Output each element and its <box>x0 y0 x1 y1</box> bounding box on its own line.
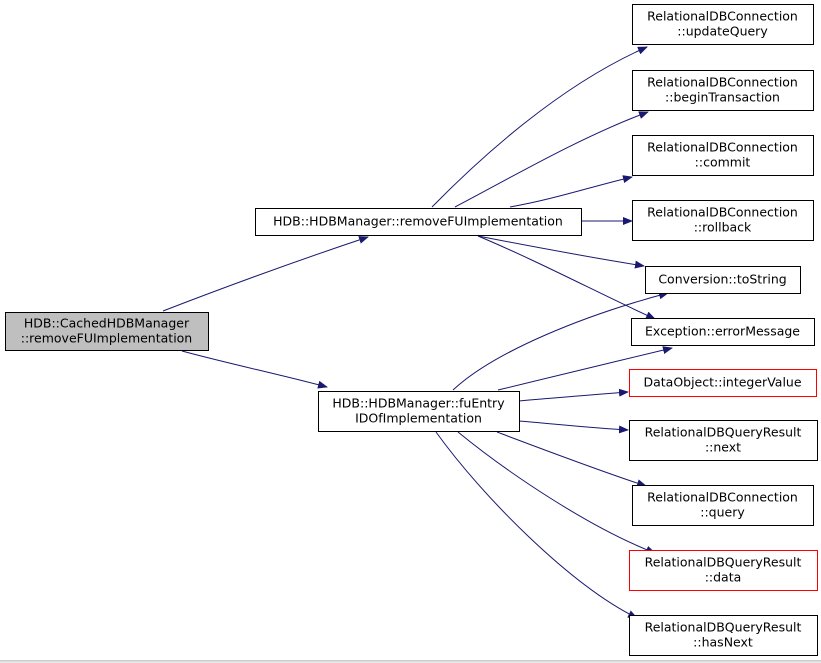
node-root[interactable]: HDB::CachedHDBManager::removeFUImplement… <box>5 312 209 351</box>
node-label-line: ::next <box>705 440 741 455</box>
node-errorMessage[interactable]: Exception::errorMessage <box>631 318 815 346</box>
node-next[interactable]: RelationalDBQueryResult::next <box>629 420 818 461</box>
node-updateQuery[interactable]: RelationalDBConnection::updateQuery <box>632 4 814 45</box>
node-query[interactable]: RelationalDBConnection::query <box>632 485 814 526</box>
edge-fuentry-to-data <box>457 431 656 554</box>
edge-fuentry-to-toString <box>452 291 669 391</box>
node-remove[interactable]: HDB::HDBManager::removeFUImplementation <box>255 208 582 236</box>
node-box[interactable] <box>632 70 814 111</box>
node-label-line: ::removeFUImplementation <box>21 331 192 346</box>
node-beginTransaction[interactable]: RelationalDBConnection::beginTransaction <box>632 70 814 111</box>
node-label-line: RelationalDBConnection <box>647 9 798 24</box>
edge-line <box>452 291 669 391</box>
edge-line <box>162 236 369 312</box>
edge-remove-to-toString <box>477 235 645 269</box>
node-label-line: HDB::HDBManager::removeFUImplementation <box>273 214 563 229</box>
node-box[interactable] <box>632 135 814 176</box>
node-hasNext[interactable]: RelationalDBQueryResult::hasNext <box>629 615 818 656</box>
node-label-line: RelationalDBQueryResult <box>645 425 802 440</box>
edge-fuentry-to-hasNext <box>435 431 638 619</box>
edge-remove-to-errorMessage <box>477 235 656 320</box>
edge-line <box>497 346 673 391</box>
node-box[interactable] <box>629 420 818 461</box>
node-integerValue[interactable]: DataObject::integerValue <box>629 369 817 397</box>
node-box[interactable] <box>632 485 814 526</box>
node-box[interactable] <box>629 550 818 591</box>
node-data[interactable]: RelationalDBQueryResult::data <box>629 550 818 591</box>
node-label-line: ::updateQuery <box>677 24 768 39</box>
node-label-line: RelationalDBConnection <box>647 205 798 220</box>
node-fuentry[interactable]: HDB::HDBManager::fuEntryIDOfImplementati… <box>318 391 520 432</box>
node-label-line: ::commit <box>695 155 751 170</box>
node-label-line: RelationalDBConnection <box>647 140 798 155</box>
node-label-line: ::query <box>700 505 745 520</box>
edge-line <box>477 235 645 269</box>
edge-line <box>477 235 656 320</box>
edge-fuentry-to-errorMessage <box>497 346 673 391</box>
node-label-line: RelationalDBConnection <box>647 490 798 505</box>
edge-line <box>431 46 648 208</box>
node-box[interactable] <box>632 4 814 45</box>
node-label-line: RelationalDBConnection <box>647 75 798 90</box>
edge-line <box>181 350 328 389</box>
node-box[interactable] <box>629 615 818 656</box>
edge-fuentry-to-next <box>518 420 629 434</box>
node-box[interactable] <box>629 369 817 397</box>
node-label-line: ::hasNext <box>693 635 753 650</box>
nodes-layer: HDB::CachedHDBManager::removeFUImplement… <box>5 4 818 656</box>
edge-line <box>496 431 647 488</box>
edge-remove-to-beginTransaction <box>454 111 649 208</box>
edge-fuentry-to-query <box>496 431 647 488</box>
edge-remove-to-commit <box>509 175 633 208</box>
node-label-line: IDOfImplementation <box>355 411 482 426</box>
node-label-line: RelationalDBQueryResult <box>645 555 802 570</box>
node-label-line: Conversion::toString <box>658 272 786 287</box>
edge-line <box>509 175 633 208</box>
edge-line <box>435 431 638 619</box>
node-label-line: DataObject::integerValue <box>643 375 801 390</box>
bottom-rule <box>0 660 821 663</box>
node-label-line: HDB::CachedHDBManager <box>24 316 190 331</box>
node-box[interactable] <box>5 312 209 351</box>
node-label-line: ::rollback <box>694 220 752 235</box>
node-box[interactable] <box>318 391 520 432</box>
node-label-line: ::beginTransaction <box>665 90 780 105</box>
node-box[interactable] <box>255 208 582 236</box>
node-box[interactable] <box>645 266 801 294</box>
node-label-line: RelationalDBQueryResult <box>645 620 802 635</box>
node-box[interactable] <box>631 318 815 346</box>
node-rollback[interactable]: RelationalDBConnection::rollback <box>632 200 814 241</box>
edge-fuentry-to-integerValue <box>518 388 629 402</box>
node-box[interactable] <box>632 200 814 241</box>
edge-root-to-fuentry <box>181 350 328 389</box>
edge-line <box>518 388 629 402</box>
edge-line <box>518 420 629 434</box>
edges-layer <box>162 46 673 619</box>
node-label-line: ::data <box>705 570 742 585</box>
node-toString[interactable]: Conversion::toString <box>645 266 801 294</box>
node-commit[interactable]: RelationalDBConnection::commit <box>632 135 814 176</box>
edge-remove-to-updateQuery <box>431 46 648 208</box>
edge-root-to-remove <box>162 236 369 312</box>
edge-line <box>457 431 656 554</box>
edge-line <box>454 111 649 208</box>
node-label-line: Exception::errorMessage <box>645 324 800 339</box>
node-label-line: HDB::HDBManager::fuEntry <box>332 396 505 411</box>
